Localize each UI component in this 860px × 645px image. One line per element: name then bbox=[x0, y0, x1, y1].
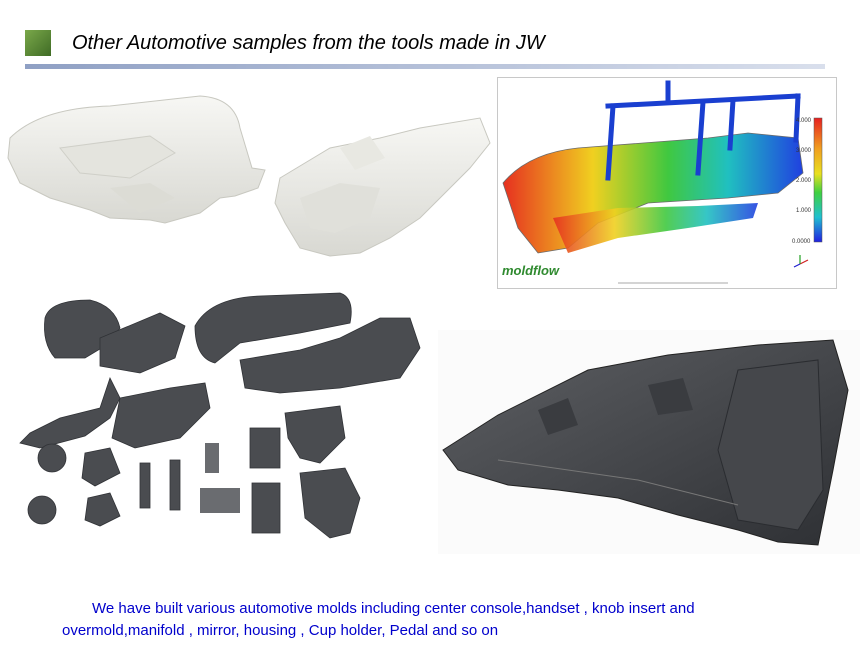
scale-tick-label: 1.000 bbox=[796, 208, 812, 214]
scale-tick-label: 3.000 bbox=[796, 148, 812, 154]
moldflow-logo: moldflow bbox=[502, 263, 560, 278]
title-bullet-square bbox=[25, 30, 51, 56]
slide-title: Other Automotive samples from the tools … bbox=[72, 32, 545, 54]
white-plastic-parts-photo bbox=[0, 88, 500, 278]
caption-line-2: overmold,manifold , mirror, housing , Cu… bbox=[62, 622, 499, 639]
scale-tick-label: 0.0000 bbox=[792, 239, 811, 245]
title-underline-rule bbox=[25, 64, 825, 69]
dark-housing-part-photo bbox=[438, 330, 860, 554]
scale-tick-label: 4.000 bbox=[796, 118, 812, 124]
caption-line-1: We have built various automotive molds i… bbox=[92, 600, 695, 617]
dark-seat-trim-parts-photo bbox=[0, 288, 438, 550]
moldflow-simulation-image: 4.000 3.000 2.000 1.000 0.0000 moldflow bbox=[497, 77, 837, 289]
description-caption: We have built various automotive molds i… bbox=[62, 598, 782, 642]
scale-tick-label: 2.000 bbox=[796, 178, 812, 184]
